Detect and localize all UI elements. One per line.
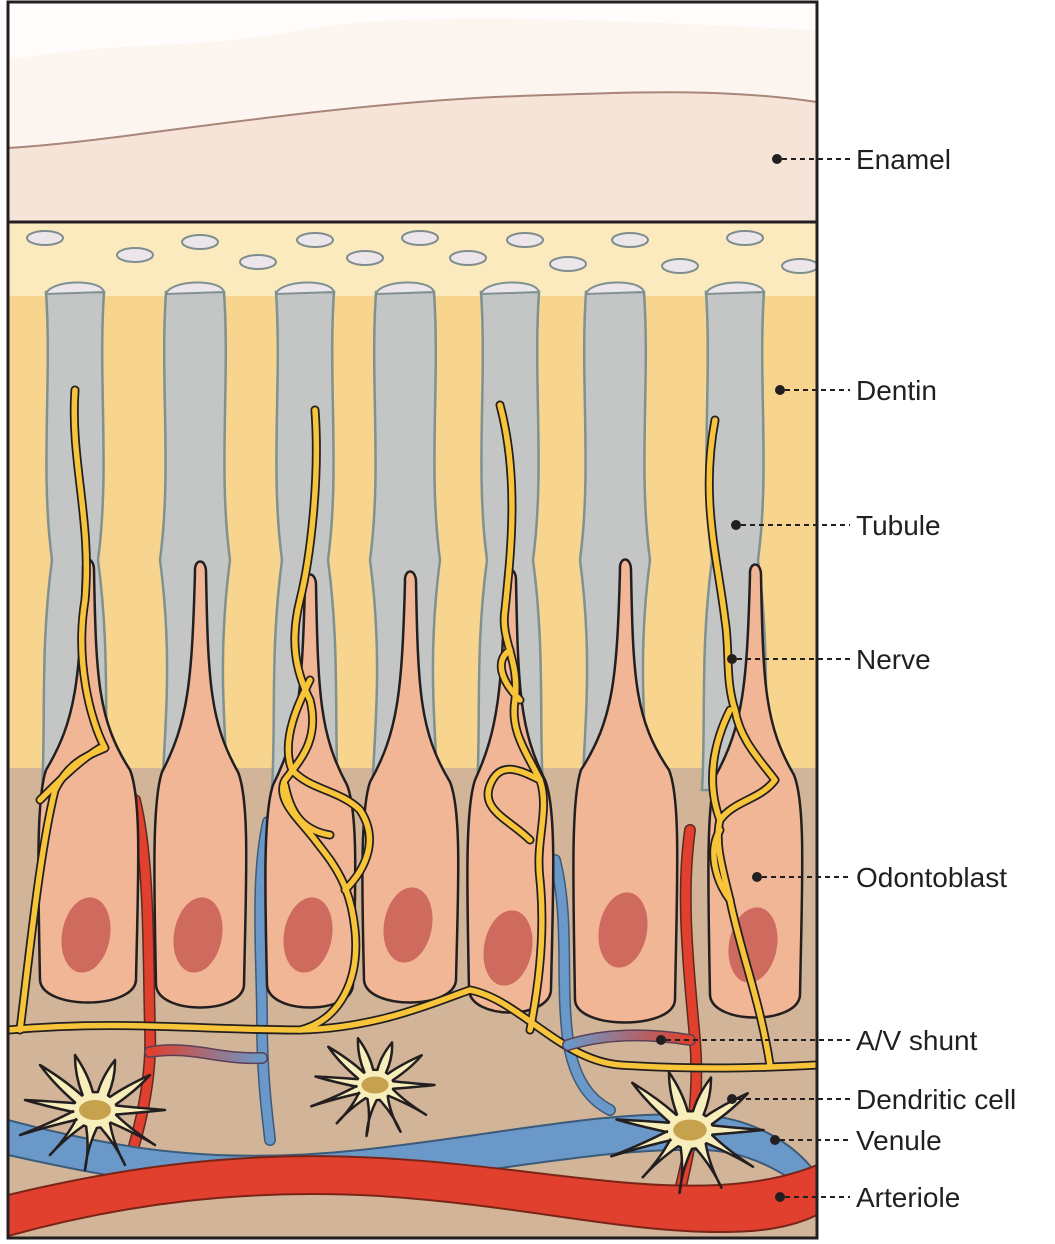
vesicle	[726, 230, 764, 246]
label-nerve: Nerve	[727, 644, 931, 675]
label-text: Venule	[856, 1125, 942, 1156]
vesicle	[506, 232, 544, 248]
label-text: Dentin	[856, 375, 937, 406]
tubule-cap	[479, 281, 541, 296]
vesicle	[781, 258, 817, 274]
label-text: Nerve	[856, 644, 931, 675]
nerve-fiber	[498, 647, 523, 703]
vesicle	[449, 250, 487, 266]
vesicle	[116, 247, 154, 263]
nucleus	[483, 910, 533, 986]
vesicle	[296, 232, 334, 248]
nucleus	[61, 897, 111, 973]
tubule-cap	[584, 281, 646, 296]
label-dentin: Dentin	[775, 375, 937, 406]
nerve-fiber	[706, 417, 778, 1068]
enamel-layer	[8, 2, 817, 222]
nerve-fiber	[711, 827, 733, 903]
tubule-cap	[374, 281, 436, 296]
label-text: Arteriole	[856, 1182, 960, 1213]
vesicle	[401, 230, 439, 246]
vesicle	[549, 256, 587, 272]
odontoblast	[466, 568, 555, 1014]
odontoblast	[572, 558, 679, 1024]
vesicle	[346, 250, 384, 266]
label-dot	[772, 154, 782, 164]
nerve-fiber	[37, 745, 103, 803]
tubule-cap	[164, 281, 226, 296]
label-dot	[727, 1094, 737, 1104]
nerve-fiber	[709, 707, 733, 823]
vesicle	[239, 254, 277, 270]
nucleus	[383, 887, 433, 963]
dendritic-nucleus	[79, 1100, 111, 1120]
venule	[254, 816, 616, 1146]
nucleus	[173, 897, 223, 973]
label-dot	[656, 1035, 666, 1045]
nerve-fiber	[282, 782, 333, 838]
label-dot	[770, 1135, 780, 1145]
nerve-fiber	[280, 407, 359, 1033]
label-dot	[727, 654, 737, 664]
predentin-band	[8, 222, 817, 296]
label-text: Odontoblast	[856, 862, 1007, 893]
panel-frame	[6, 0, 819, 1240]
label-text: A/V shunt	[856, 1025, 978, 1056]
label-enamel: Enamel	[772, 144, 951, 175]
tubule-cap	[274, 281, 336, 296]
vesicle	[26, 230, 64, 246]
dendritic-cells	[18, 1037, 765, 1195]
dendritic-nucleus	[673, 1119, 707, 1141]
main-arteriole	[8, 1155, 817, 1238]
label-dendritic-cell: Dendritic cell	[727, 1084, 1016, 1115]
label-dot	[731, 520, 741, 530]
tubule-cap	[704, 281, 766, 296]
nerve-fiber	[17, 387, 108, 1033]
av-shunt	[144, 1029, 696, 1065]
vesicle	[181, 234, 219, 250]
nucleus	[598, 892, 648, 968]
label-arteriole: Arteriole	[775, 1182, 960, 1213]
label-dot	[752, 872, 762, 882]
nerve-fiber	[285, 677, 373, 893]
dendritic-nucleus	[361, 1076, 389, 1094]
nerve-fiber	[8, 987, 817, 1071]
label-odontoblast: Odontoblast	[752, 862, 1007, 893]
nerve-fiber	[485, 766, 543, 843]
nerve-fibers	[8, 385, 817, 1073]
label-text: Tubule	[856, 510, 941, 541]
odontoblast	[361, 570, 460, 1004]
label-text: Enamel	[856, 144, 951, 175]
label-venule: Venule	[770, 1125, 942, 1156]
label-dot	[775, 1192, 785, 1202]
label-tubule: Tubule	[731, 510, 941, 541]
vesicle	[661, 258, 699, 274]
vesicle	[611, 232, 649, 248]
label-text: Dendritic cell	[856, 1084, 1016, 1115]
odontoblast	[37, 558, 140, 1004]
nucleus	[283, 897, 333, 973]
tubule-cap	[44, 281, 106, 296]
label-dot	[775, 385, 785, 395]
label-av-shunt: A/V shunt	[656, 1025, 978, 1056]
nerve-fiber	[497, 402, 547, 1033]
odontoblast	[153, 560, 248, 1009]
